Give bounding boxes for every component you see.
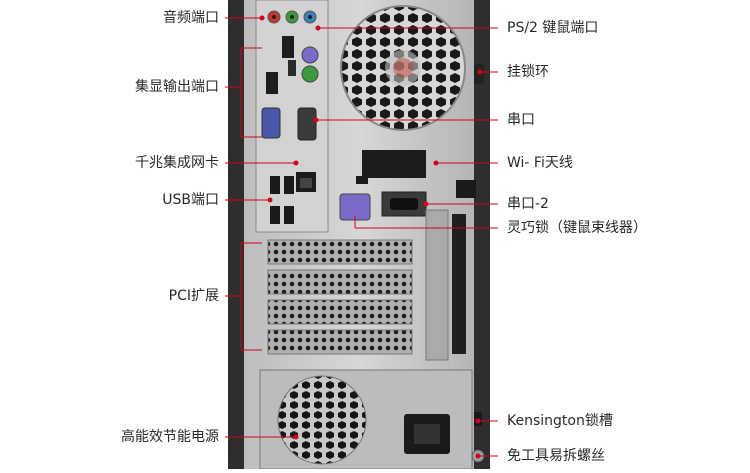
usb-ports-label: USB端口 — [162, 192, 219, 208]
ps2-port-purple — [301, 46, 319, 64]
usb-port-3 — [270, 206, 280, 224]
psu-fan-grill — [277, 375, 367, 465]
chassis-left-edge — [228, 0, 246, 469]
usb-port-4 — [284, 206, 294, 224]
pci-slot-4 — [267, 329, 413, 355]
lock-ring-label: 挂锁环 — [507, 64, 549, 80]
serial-port-2-label: 串口-2 — [507, 196, 549, 212]
serial-port — [297, 107, 317, 141]
tool-free-screw-label: 免工具易拆螺丝 — [507, 448, 605, 464]
pci-slot-3 — [267, 299, 413, 325]
display-outputs-label: 集显输出端口 — [135, 79, 219, 95]
vga-port — [261, 107, 281, 139]
displayport-port — [282, 36, 294, 58]
pci-expansion-label: PCI扩展 — [168, 288, 219, 304]
pci-slot-2 — [267, 269, 413, 295]
usb-port-1 — [270, 176, 280, 194]
left-leader-lines — [225, 15, 299, 440]
kensington-label: Kensington锁槽 — [507, 413, 613, 429]
wifi-module — [362, 150, 426, 178]
gigabit-ethernet-label: 千兆集成网卡 — [135, 155, 219, 171]
audio-ports-label: 音频端口 — [163, 10, 219, 26]
ps2-port-green — [301, 65, 319, 83]
pci-slot-1 — [267, 239, 413, 265]
serial-port-label: 串口 — [507, 112, 535, 128]
psu-label: 高能效节能电源 — [121, 429, 219, 445]
hdmi-port — [266, 72, 278, 94]
usb-port-2 — [284, 176, 294, 194]
right-leader-lines — [313, 25, 498, 459]
cable-lock-label: 灵巧锁（键鼠束线器） — [507, 220, 647, 236]
wifi-label: Wi- Fi天线 — [507, 155, 573, 171]
ps2-ports-label: PS/2 键鼠端口 — [507, 20, 599, 36]
chassis-right-edge — [472, 0, 490, 469]
